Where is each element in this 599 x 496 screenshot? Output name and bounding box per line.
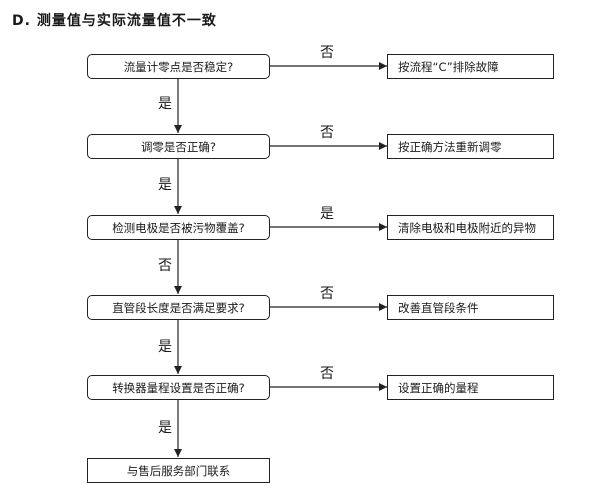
side-label-5: 否: [320, 366, 334, 382]
question-box-1: 流量计零点是否稳定?: [87, 54, 270, 79]
question-box-5: 转换器量程设置是否正确?: [87, 375, 270, 400]
down-label-2: 是: [158, 177, 172, 193]
side-label-4: 否: [320, 286, 334, 302]
down-label-3: 否: [158, 258, 172, 274]
final-box: 与售后服务部门联系: [87, 458, 270, 483]
question-box-4: 直管段长度是否满足要求?: [87, 295, 270, 320]
side-label-1: 否: [320, 45, 334, 61]
side-label-2: 否: [320, 125, 334, 141]
side-label-3: 是: [320, 206, 334, 222]
action-box-5: 设置正确的量程: [387, 375, 554, 400]
down-label-5: 是: [158, 420, 172, 436]
down-label-1: 是: [158, 96, 172, 112]
down-label-4: 是: [158, 339, 172, 355]
question-box-3: 检测电极是否被污物覆盖?: [87, 215, 270, 240]
action-box-2: 按正确方法重新调零: [387, 134, 554, 159]
action-box-3: 清除电极和电极附近的异物: [387, 215, 554, 240]
action-box-1: 按流程“C”排除故障: [387, 54, 554, 79]
question-box-2: 调零是否正确?: [87, 134, 270, 159]
action-box-4: 改善直管段条件: [387, 295, 554, 320]
diagram-title: D. 测量值与实际流量值不一致: [12, 13, 217, 29]
